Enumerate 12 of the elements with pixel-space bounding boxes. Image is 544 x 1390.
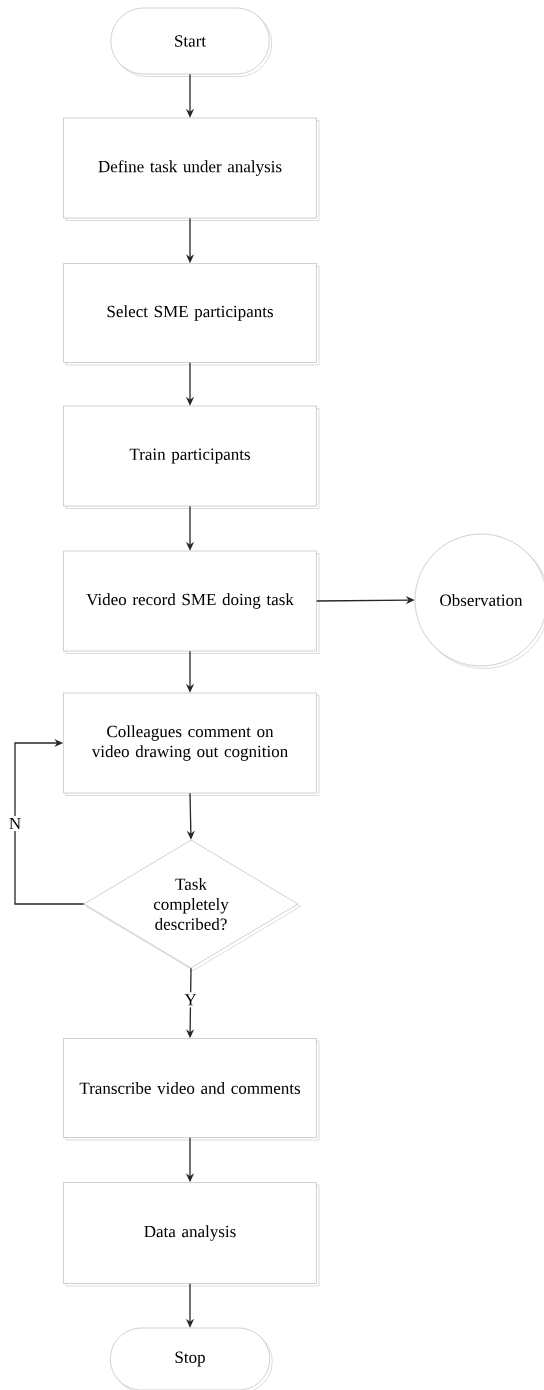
- process-box: Video record SME doing task: [63, 550, 320, 654]
- process-box: Train participants: [63, 405, 320, 509]
- arrow: [14, 738, 85, 905]
- process-box: Select SME participants: [63, 263, 320, 366]
- process-box: Colleagues comment on video drawing out cognition: [63, 692, 320, 796]
- process-box: Define task under analysis: [63, 117, 320, 221]
- node-label: Stop: [175, 1351, 205, 1367]
- edge-label: N: [6, 815, 24, 832]
- edge-label: Y: [182, 992, 199, 1008]
- process-box: Transcribe video and comments: [63, 1038, 320, 1141]
- process-box: Data analysis: [63, 1182, 320, 1287]
- node-label: Observation: [440, 594, 523, 606]
